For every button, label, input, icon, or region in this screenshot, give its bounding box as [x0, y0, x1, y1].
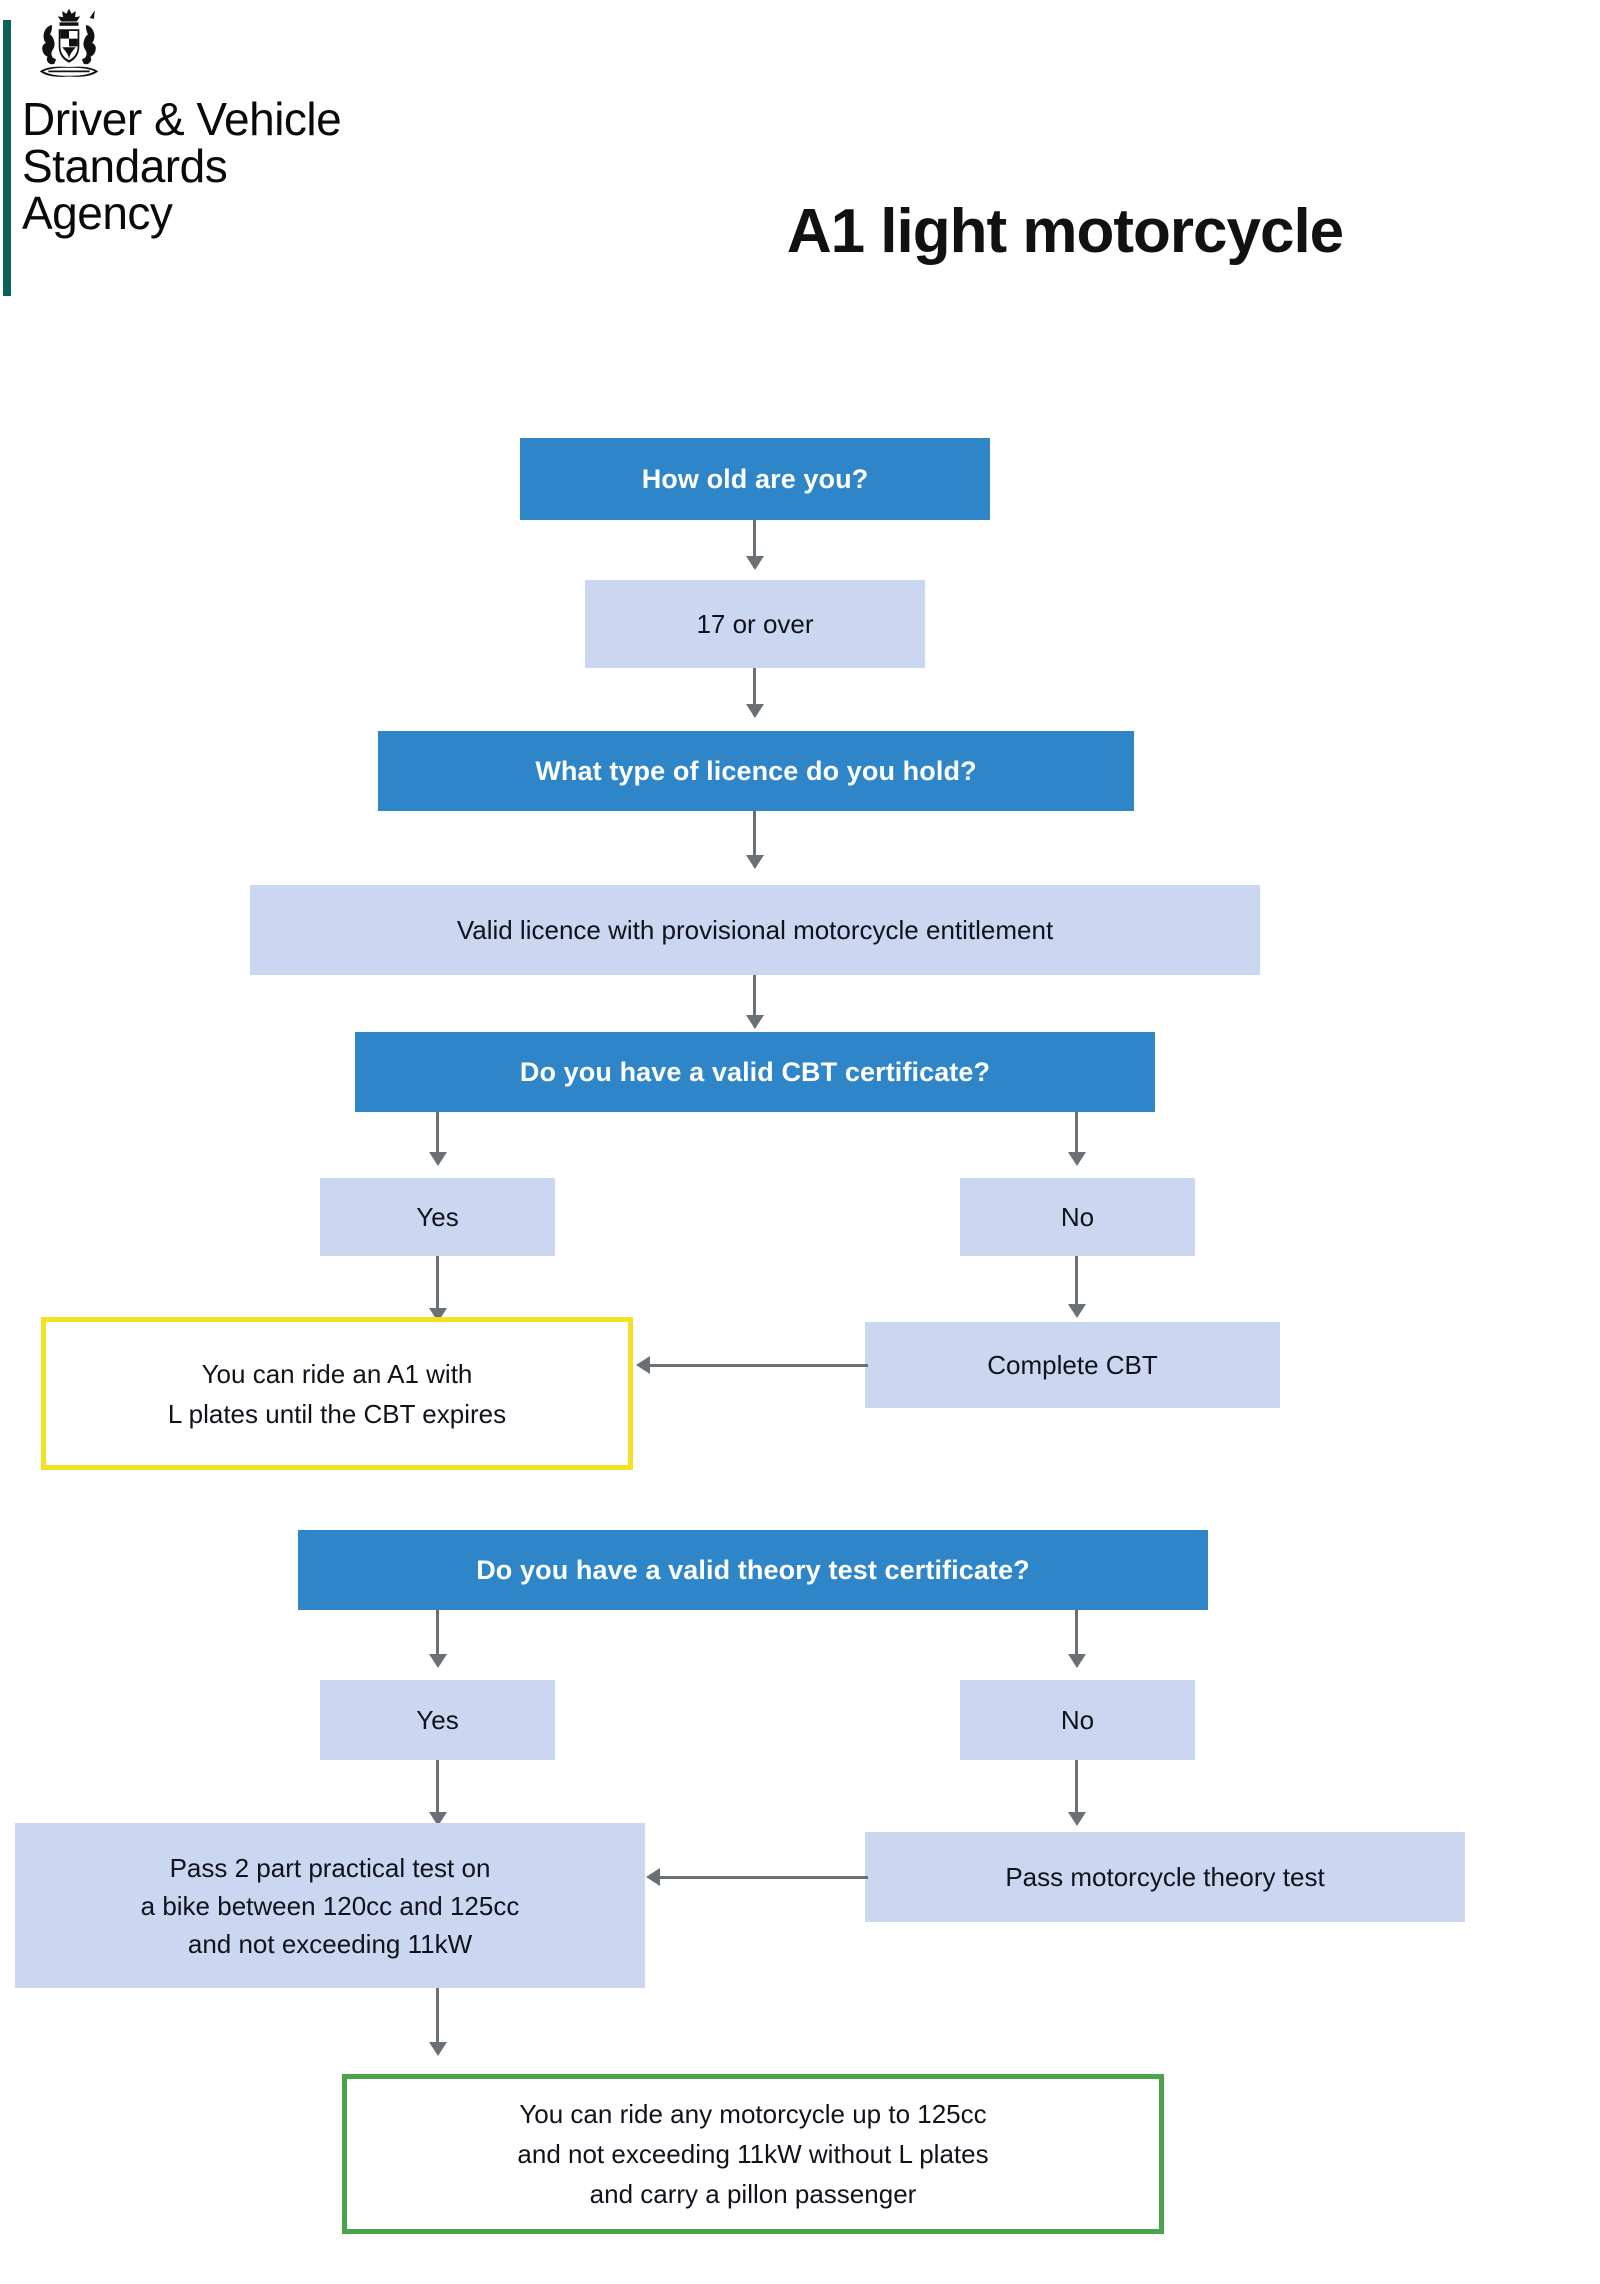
organisation-name: Driver & Vehicle Standards Agency	[22, 96, 542, 237]
arrow-licence-to-entitlement-icon	[746, 855, 764, 869]
arrow-pass-theory-to-practical-icon	[646, 1868, 660, 1886]
arrow-no-to-complete-cbt-icon	[1068, 1304, 1086, 1318]
step-theory-yes: Yes	[320, 1680, 555, 1760]
connector-answer-to-licence	[753, 668, 756, 716]
step-age-answer: 17 or over	[585, 580, 925, 668]
question-cbt-certificate: Do you have a valid CBT certificate?	[355, 1032, 1155, 1112]
connector-cbt-to-no	[1075, 1112, 1078, 1162]
step-pass-practical-test: Pass 2 part practical test on a bike bet…	[15, 1823, 645, 1988]
arrow-cbt-to-no-icon	[1068, 1152, 1086, 1166]
step-complete-cbt: Complete CBT	[865, 1322, 1280, 1408]
step-licence-entitlement: Valid licence with provisional motorcycl…	[250, 885, 1260, 975]
step-pass-theory-test: Pass motorcycle theory test	[865, 1832, 1465, 1922]
connector-theory-to-yes	[436, 1610, 439, 1664]
connector-theory-no-to-pass-theory	[1075, 1760, 1078, 1818]
outcome-full-a1-licence: You can ride any motorcycle up to 125cc …	[342, 2074, 1164, 2234]
connector-age-to-answer	[753, 520, 756, 568]
arrow-cbt-to-yes-icon	[429, 1152, 447, 1166]
arrow-complete-cbt-to-outcome-icon	[636, 1356, 650, 1374]
page-title: A1 light motorcycle	[786, 197, 1344, 266]
step-cbt-no: No	[960, 1178, 1195, 1256]
arrow-theory-no-to-pass-theory-icon	[1068, 1812, 1086, 1826]
arrow-answer-to-licence-icon	[746, 704, 764, 718]
org-name-line-2: Standards	[22, 140, 228, 192]
connector-entitlement-to-cbt	[753, 975, 756, 1027]
arrow-age-to-answer-icon	[746, 556, 764, 570]
arrow-practical-to-outcome-icon	[429, 2042, 447, 2056]
outcome-provisional-a1: You can ride an A1 with L plates until t…	[41, 1317, 633, 1470]
connector-theory-to-no	[1075, 1610, 1078, 1664]
connector-licence-to-entitlement	[753, 811, 756, 867]
connector-no-to-complete-cbt	[1075, 1256, 1078, 1310]
arrow-theory-yes-to-practical-icon	[429, 1812, 447, 1826]
connector-practical-to-outcome	[436, 1988, 439, 2048]
arrow-theory-to-no-icon	[1068, 1654, 1086, 1668]
step-theory-no: No	[960, 1680, 1195, 1760]
connector-complete-cbt-to-outcome	[650, 1364, 868, 1367]
connector-pass-theory-to-practical	[660, 1876, 868, 1879]
brand-accent-bar	[3, 20, 11, 296]
royal-coat-of-arms-icon	[26, 6, 112, 92]
connector-theory-yes-to-practical	[436, 1760, 439, 1818]
question-licence-type: What type of licence do you hold?	[378, 731, 1134, 811]
connector-cbt-to-yes	[436, 1112, 439, 1162]
connector-yes-to-outcome	[436, 1256, 439, 1314]
org-name-line-1: Driver & Vehicle	[22, 93, 342, 145]
question-theory-certificate: Do you have a valid theory test certific…	[298, 1530, 1208, 1610]
question-age: How old are you?	[520, 438, 990, 520]
arrow-entitlement-to-cbt-icon	[746, 1015, 764, 1029]
arrow-theory-to-yes-icon	[429, 1654, 447, 1668]
step-cbt-yes: Yes	[320, 1178, 555, 1256]
org-name-line-3: Agency	[22, 187, 173, 239]
